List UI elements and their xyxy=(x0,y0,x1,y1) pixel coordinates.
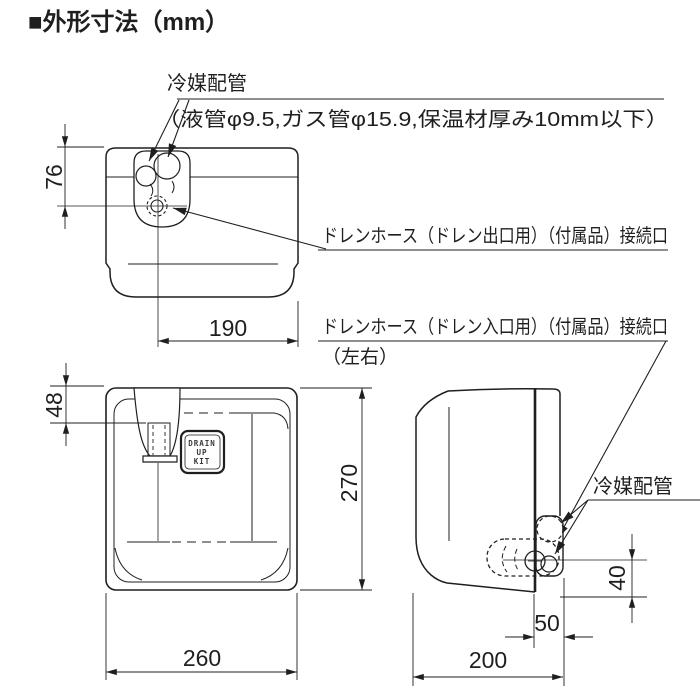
dimension-76: 76 xyxy=(41,124,104,229)
refrigerant-piping-callout-side: 冷媒配管 xyxy=(554,475,700,555)
leader-arrow-liquid xyxy=(554,499,589,555)
dimension-200: 200 xyxy=(412,593,563,686)
dimension-270: 270 xyxy=(300,387,372,591)
break-mark xyxy=(149,183,154,197)
top-view-outline xyxy=(105,147,299,298)
break-mark xyxy=(171,180,175,194)
drain-hose-inlet-note: （左右） xyxy=(322,346,398,368)
dim-value-270: 270 xyxy=(336,464,362,502)
dimension-48: 48 xyxy=(41,363,146,446)
front-panel-inner-line xyxy=(113,398,291,583)
pipe-port-circle xyxy=(540,555,558,573)
dimension-40: 40 xyxy=(560,534,647,623)
side-view-top-outline xyxy=(447,388,561,516)
dim-value-48: 48 xyxy=(41,392,67,418)
drain-connector-body xyxy=(147,422,171,457)
refrigerant-pipe-insulation-hidden xyxy=(536,515,564,543)
gas-pipe-circle xyxy=(153,152,181,180)
nameplate-line1: DRAIN xyxy=(188,439,216,448)
pipe-spec-label: （液管φ9.5,ガス管φ15.9,保温材厚み10mm以下） xyxy=(157,108,669,131)
pipe-boss-outline xyxy=(133,150,191,228)
drain-hose-inlet-callout: ドレンホース（ドレン入口用）（付属品）接続口 （左右） xyxy=(318,316,668,539)
dimension-50: 50 xyxy=(505,578,593,686)
dimension-190: 190 xyxy=(158,301,299,347)
dim-value-190: 190 xyxy=(209,315,247,341)
front-view-outline xyxy=(105,387,298,591)
liquid-pipe-circle xyxy=(135,165,157,187)
page-title: ■外形寸法（mm） xyxy=(28,8,229,36)
side-view-front-outline xyxy=(415,390,536,593)
drain-connector-tongue xyxy=(133,387,181,457)
drain-hose-inlet-label: ドレンホース（ドレン入口用）（付属品）接続口 xyxy=(322,316,668,338)
refrigerant-piping-label: 冷媒配管 xyxy=(167,72,247,95)
nameplate-line2: UP xyxy=(196,448,207,457)
drain-hose-outlet-label: ドレンホース（ドレン出口用）（付属品）接続口 xyxy=(322,225,668,247)
dim-value-50: 50 xyxy=(534,610,560,636)
refrigerant-piping-side-label: 冷媒配管 xyxy=(593,475,673,498)
leader-arrow xyxy=(172,207,327,250)
dim-value-76: 76 xyxy=(41,164,67,190)
dim-value-40: 40 xyxy=(604,565,630,591)
drain-up-kit-nameplate: DRAIN UP KIT xyxy=(179,429,226,475)
leader-arrow xyxy=(557,340,667,539)
dimension-260: 260 xyxy=(105,593,298,680)
top-view: 76 190 xyxy=(41,124,299,347)
front-view: DRAIN UP KIT 48 270 260 xyxy=(41,363,372,680)
side-view: 40 50 200 xyxy=(412,388,647,686)
dim-value-260: 260 xyxy=(183,645,221,671)
leader-arrow-gas xyxy=(560,499,589,524)
pipe-port-housing xyxy=(535,515,564,577)
drain-connector-foot xyxy=(142,455,178,463)
drain-pipe-insulation-hidden xyxy=(486,538,560,577)
drain-hose-outlet-callout: ドレンホース（ドレン出口用）（付属品）接続口 xyxy=(172,207,668,251)
nameplate-line3: KIT xyxy=(194,457,211,466)
dim-value-200: 200 xyxy=(469,647,507,673)
